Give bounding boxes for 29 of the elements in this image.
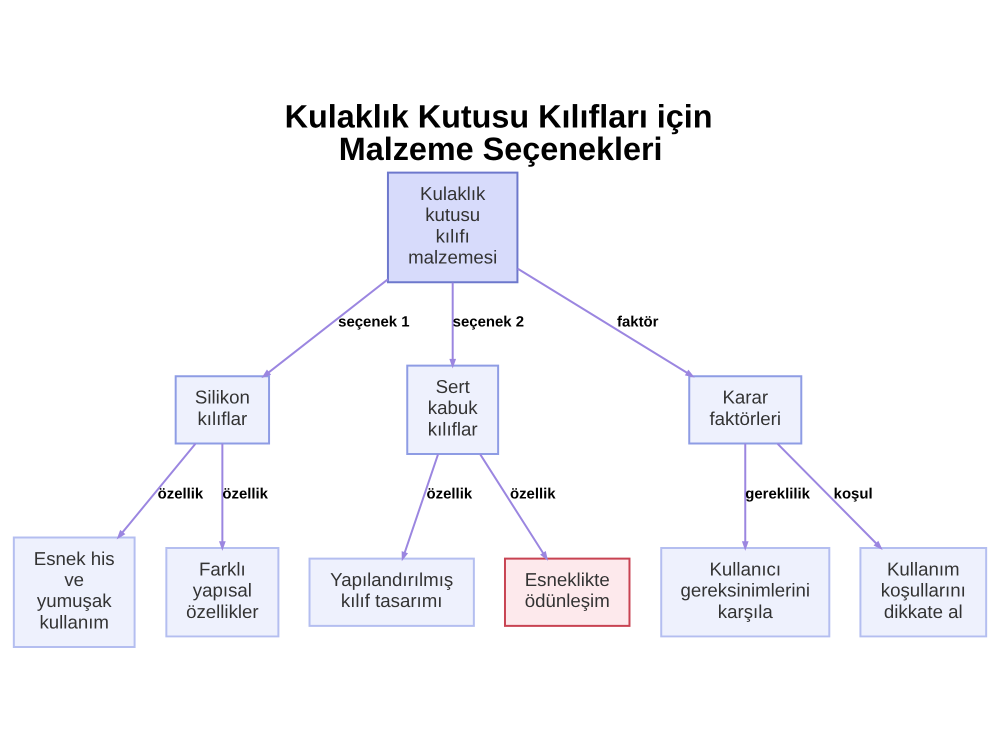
arrow bbox=[517, 267, 695, 378]
edge-label: özellik bbox=[426, 484, 472, 502]
edge-label: özellik bbox=[222, 484, 268, 502]
edge-label: özellik bbox=[510, 484, 556, 502]
node-box: Kullanıcı gereksinimlerini karşıla bbox=[660, 546, 830, 637]
edge-label: koşul bbox=[834, 484, 873, 502]
edge-label: seçenek 1 bbox=[338, 313, 410, 330]
arrow bbox=[449, 282, 456, 368]
arrow bbox=[261, 278, 389, 378]
node-box: Yapılandırılmış kılıf tasarımı bbox=[308, 557, 475, 626]
arrow bbox=[116, 442, 196, 539]
arrow bbox=[742, 443, 749, 550]
arrow bbox=[219, 443, 226, 550]
arrow bbox=[479, 453, 548, 560]
node-box: Karar faktörleri bbox=[688, 374, 802, 444]
edge-label: özellik bbox=[158, 484, 204, 502]
node-box: Esneklikte ödünleşim bbox=[504, 557, 630, 626]
edge-label: faktör bbox=[617, 313, 658, 330]
arrow bbox=[402, 453, 440, 561]
node-box: Sert kabuk kılıflar bbox=[406, 364, 500, 455]
node-box: Silikon kılıflar bbox=[174, 374, 270, 444]
arrow bbox=[776, 442, 883, 550]
node-box: Kulaklık kutusu kılıfı malzemesi bbox=[386, 171, 518, 283]
edge-label: seçenek 2 bbox=[452, 313, 524, 330]
node-box: Esnek his ve yumuşak kullanım bbox=[12, 536, 136, 648]
diagram-title: Kulaklık Kutusu Kılıfları için Malzeme Seçenekleri bbox=[284, 98, 713, 166]
edge-label: gereklilik bbox=[745, 484, 810, 502]
node-box: Kullanım koşullarını dikkate al bbox=[859, 546, 988, 637]
node-box: Farklı yapısal özellikler bbox=[165, 546, 280, 637]
